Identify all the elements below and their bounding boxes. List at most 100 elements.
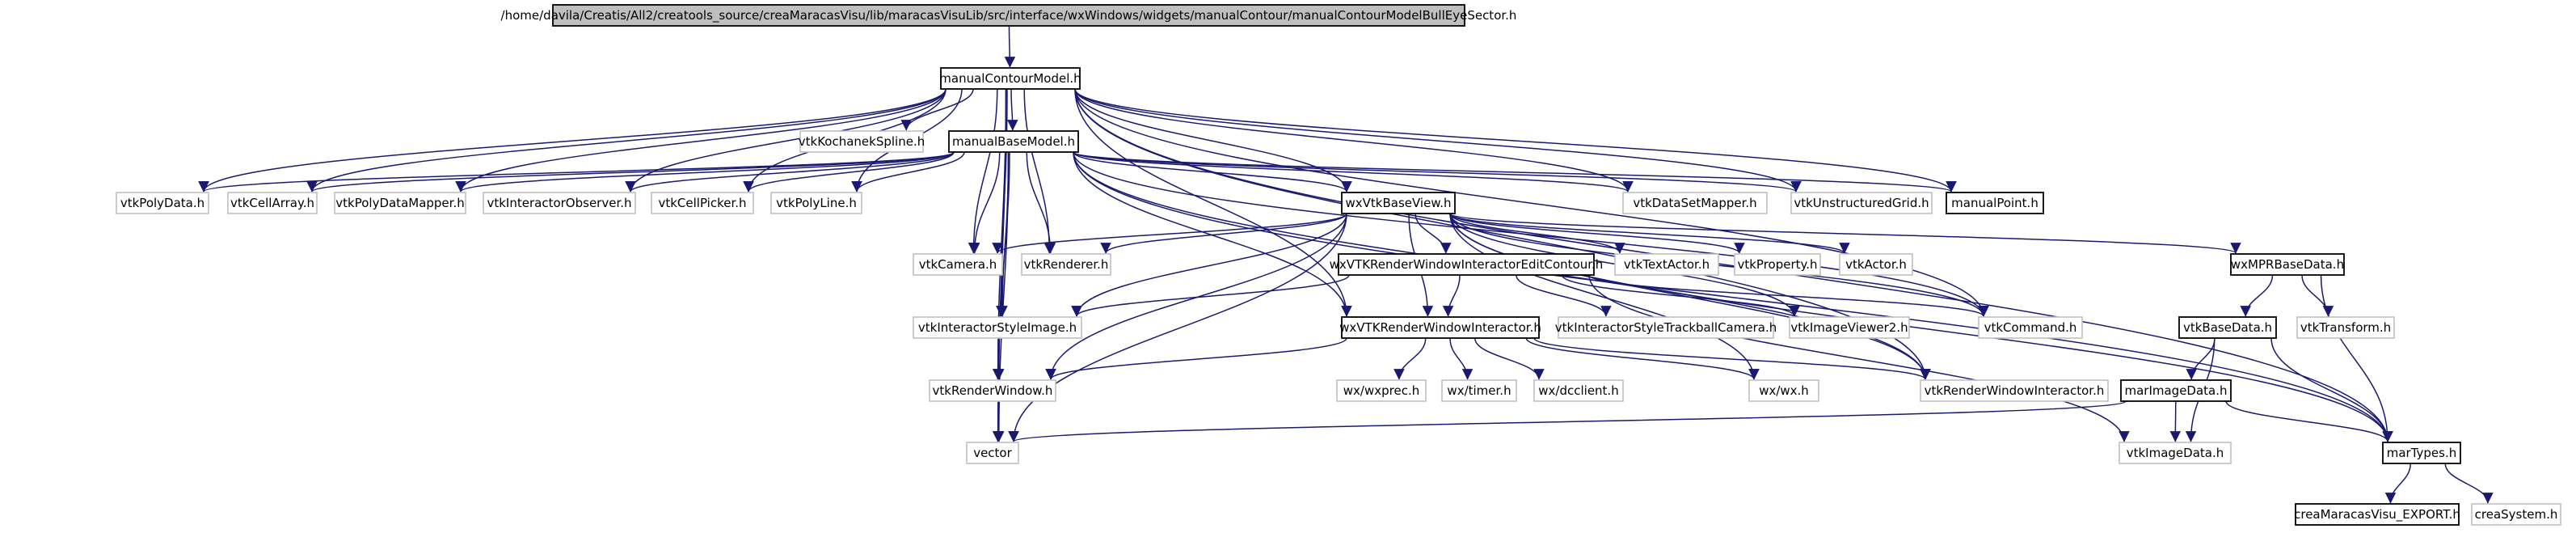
node-box-pdmapper — [334, 192, 466, 214]
node-box-timer — [1441, 379, 1517, 402]
node-wxvrwiec[interactable]: wxVTKRenderWindowInteractorEditContour.h — [1330, 253, 1604, 276]
node-box-marimage — [2120, 379, 2232, 402]
node-label-polydata: vtkPolyData.h — [120, 196, 204, 210]
node-box-renderer — [1021, 253, 1111, 276]
edge-mbm-to-polydata — [198, 151, 955, 192]
edge-wxvbv-to-renderer — [1100, 213, 1347, 254]
edge-mcm-to-mpoint — [1074, 88, 1957, 192]
node-label-transform: vtkTransform.h — [2300, 320, 2391, 335]
node-label-wxprec: wx/wxprec.h — [1343, 383, 1419, 398]
node-box-interobs — [483, 192, 636, 214]
node-box-imagedata — [2119, 442, 2232, 464]
edge-mbm-to-ugrid — [1073, 151, 1802, 192]
node-label-property: vtkProperty.h — [1737, 257, 1817, 272]
node-box-polydata — [116, 192, 209, 214]
node-label-basedata: vtkBaseData.h — [2183, 320, 2272, 335]
node-mbm[interactable]: manualBaseModel.h — [948, 130, 1079, 153]
node-label-isimage: vtkInteractorStyleImage.h — [918, 320, 1077, 335]
edge-wxvrwi-to-timer — [1449, 337, 1474, 380]
node-mcm[interactable]: manualContourModel.h — [939, 67, 1081, 90]
node-box-polyline — [770, 192, 862, 214]
node-label-root: /home/davila/Creatis/All2/creatools_sour… — [501, 8, 1517, 23]
node-transform: vtkTransform.h — [2296, 316, 2395, 339]
node-wxvbv[interactable]: wxVtkBaseView.h — [1341, 192, 1456, 214]
edge-wxvbv-to-wxvrwiec — [1414, 213, 1452, 254]
node-box-cellarray — [227, 192, 318, 214]
node-property: vtkProperty.h — [1734, 253, 1821, 276]
node-kspline: vtkKochanekSpline.h — [799, 130, 925, 153]
edge-mcm-to-wxvbv — [1074, 88, 1352, 192]
node-box-isimage — [913, 316, 1082, 339]
node-label-marimage: marImageData.h — [2124, 383, 2227, 398]
edge-mbm-to-interobs — [625, 151, 955, 192]
node-label-wxmpr: wxMPRBaseData.h — [2231, 257, 2344, 272]
node-renwin: vtkRenderWindow.h — [929, 379, 1056, 402]
node-martypes[interactable]: marTypes.h — [2382, 442, 2461, 464]
edge-mbm-to-command — [1073, 151, 1989, 317]
node-dcclient: wx/dcclient.h — [1533, 379, 1624, 402]
node-label-dsmapper: vtkDataSetMapper.h — [1633, 196, 1756, 210]
node-box-rwi — [1920, 379, 2109, 402]
node-box-martypes — [2382, 442, 2461, 464]
edge-wxvrwi-to-renwin — [1045, 337, 1347, 380]
node-wxh: wx/wx.h — [1748, 379, 1819, 402]
node-basedata[interactable]: vtkBaseData.h — [2178, 316, 2277, 339]
node-box-wxmpr — [2230, 253, 2345, 276]
node-box-istc — [1558, 316, 1774, 339]
node-export[interactable]: creaMaracasVisu_EXPORT.h — [2294, 503, 2460, 526]
edge-mbm-to-dsmapper — [1073, 151, 1634, 192]
node-box-camera — [913, 253, 1003, 276]
node-box-actor — [1839, 253, 1913, 276]
node-label-wxvrwiec: wxVTKRenderWindowInteractorEditContour.h — [1330, 257, 1604, 272]
edge-wxvbv-to-camera — [992, 213, 1347, 254]
edge-mcm-to-cellarray — [306, 88, 947, 192]
edge-wxvrwiec-to-wxvrwi — [1442, 274, 1461, 317]
node-label-rwi: vtkRenderWindowInteractor.h — [1925, 383, 2105, 398]
edge-wxvbv-to-textactor — [1449, 213, 1625, 254]
node-wxmpr[interactable]: wxMPRBaseData.h — [2230, 253, 2345, 276]
edge-wxmpr-to-basedata — [2240, 274, 2274, 317]
node-box-command — [1978, 316, 2083, 339]
edge-marimage-to-martypes — [2225, 400, 2393, 442]
edge-mbm-to-renderer — [1026, 151, 1056, 254]
node-label-renderer: vtkRenderer.h — [1024, 257, 1109, 272]
edge-mcm-to-wxvrwi — [1074, 88, 1352, 317]
node-istc: vtkInteractorStyleTrackballCamera.h — [1555, 316, 1777, 339]
node-box-system — [2471, 503, 2561, 526]
node-label-mpoint: manualPoint.h — [1951, 196, 2038, 210]
node-vector: vector — [966, 442, 1019, 464]
node-label-export: creaMaracasVisu_EXPORT.h — [2294, 507, 2460, 522]
edge-wxvrwi-to-dcclient — [1474, 337, 1545, 380]
node-label-vector: vector — [973, 446, 1012, 460]
edge-wxvbv-to-isimage — [1071, 213, 1347, 317]
node-box-basedata — [2178, 316, 2277, 339]
edge-wxmpr-to-martypes — [2320, 274, 2393, 442]
node-box-cellpicker — [651, 192, 754, 214]
edge-mbm-to-camera — [968, 151, 1001, 254]
node-wxprec: wx/wxprec.h — [1336, 379, 1427, 402]
node-label-textactor: vtkTextActor.h — [1624, 257, 1710, 272]
node-polydata: vtkPolyData.h — [116, 192, 209, 214]
node-polyline: vtkPolyLine.h — [770, 192, 862, 214]
node-marimage[interactable]: marImageData.h — [2120, 379, 2232, 402]
edge-wxvbv-to-actor — [1449, 213, 1850, 254]
node-label-camera: vtkCamera.h — [919, 257, 997, 272]
node-box-vector — [966, 442, 1019, 464]
node-renderer: vtkRenderer.h — [1021, 253, 1111, 276]
edge-mcm-to-kspline — [900, 88, 974, 131]
edge-mcm-to-dsmapper — [1074, 88, 1634, 192]
node-label-mbm: manualBaseModel.h — [952, 134, 1075, 149]
node-label-wxvrwi: wxVTKRenderWindowInteractor.h — [1339, 320, 1541, 335]
node-mpoint[interactable]: manualPoint.h — [1946, 192, 2044, 214]
node-box-root — [552, 4, 1465, 27]
edge-martypes-to-system — [2444, 463, 2494, 504]
edge-wxvrwi-to-wxh — [1525, 337, 1760, 380]
node-box-dsmapper — [1622, 192, 1768, 214]
edge-wxvrwi-to-wxprec — [1393, 337, 1427, 380]
node-box-wxvbv — [1341, 192, 1456, 214]
node-root[interactable]: /home/davila/Creatis/All2/creatools_sour… — [501, 4, 1517, 27]
node-wxvrwi[interactable]: wxVTKRenderWindowInteractor.h — [1339, 316, 1541, 339]
node-box-textactor — [1614, 253, 1719, 276]
node-imagedata: vtkImageData.h — [2119, 442, 2232, 464]
